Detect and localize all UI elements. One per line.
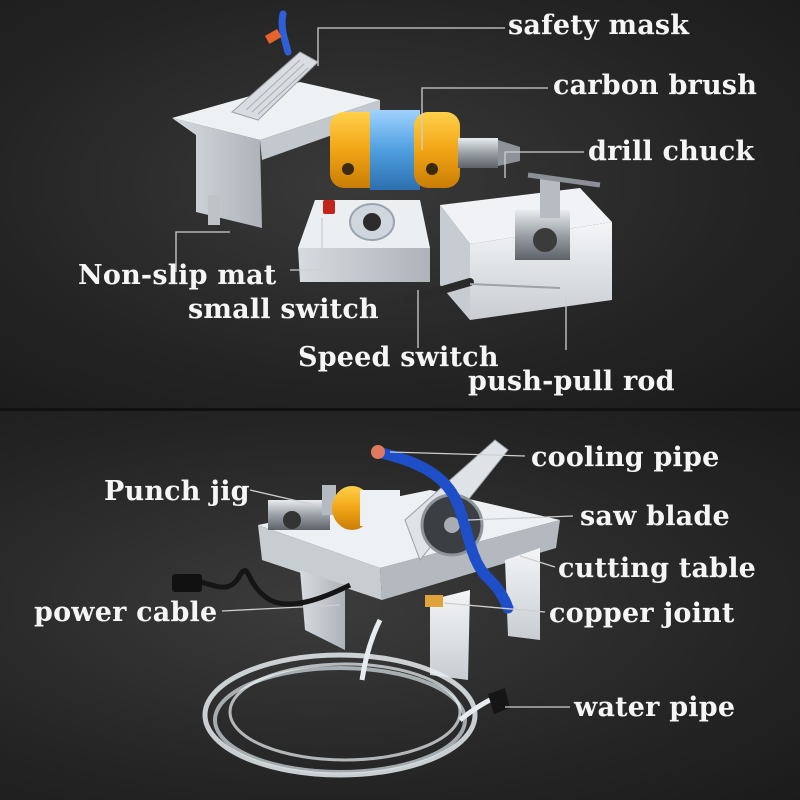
leader-cutting-table <box>519 555 556 568</box>
leader-cooling-pipe <box>389 451 526 457</box>
label-push-pull-rod: push-pull rod <box>468 366 675 397</box>
top-motor-body <box>370 110 420 190</box>
panel-divider <box>0 408 800 411</box>
copper-joint-fitting <box>425 595 443 607</box>
label-cooling-pipe: cooling pipe <box>531 442 720 473</box>
leader-small-switch <box>290 218 323 271</box>
power-cable-cord <box>199 567 352 607</box>
leader-drill-chuck <box>504 151 584 178</box>
label-copper-joint: copper joint <box>549 598 735 629</box>
label-power-cable: power cable <box>34 597 218 628</box>
water-pipe-coil <box>202 652 478 778</box>
label-small-switch: small switch <box>188 294 379 325</box>
leader-carbon-brush <box>421 87 548 150</box>
bottom-machine <box>172 439 560 778</box>
power-plug <box>172 574 202 592</box>
bottom-panel <box>0 410 800 800</box>
leader-non-slip-mat <box>175 231 230 272</box>
label-water-pipe: water pipe <box>574 692 736 723</box>
label-saw-blade: saw blade <box>580 501 730 532</box>
small-switch-knob <box>323 200 335 214</box>
label-drill-chuck: drill chuck <box>588 136 755 167</box>
leader-saw-blade <box>467 515 574 521</box>
label-cutting-table: cutting table <box>558 553 757 584</box>
bottom-front-leg <box>430 590 470 680</box>
leader-copper-joint <box>443 602 546 613</box>
leader-punch-jig <box>249 489 316 506</box>
leader-safety-mask <box>317 27 505 66</box>
water-pipe-end <box>488 688 510 714</box>
top-motor-right-cap <box>414 112 460 188</box>
drill-chuck-body <box>458 138 498 168</box>
label-speed-switch: Speed switch <box>298 342 499 373</box>
label-non-slip-mat: Non-slip mat <box>78 260 277 291</box>
label-safety-mask: safety mask <box>508 10 690 41</box>
leader-power-cable <box>221 604 341 612</box>
top-table-surface <box>172 82 380 140</box>
label-carbon-brush: carbon brush <box>553 70 758 101</box>
cooling-pipe-tube <box>372 446 514 614</box>
label-punch-jig: Punch jig <box>104 476 250 507</box>
top-table-front <box>172 118 262 228</box>
